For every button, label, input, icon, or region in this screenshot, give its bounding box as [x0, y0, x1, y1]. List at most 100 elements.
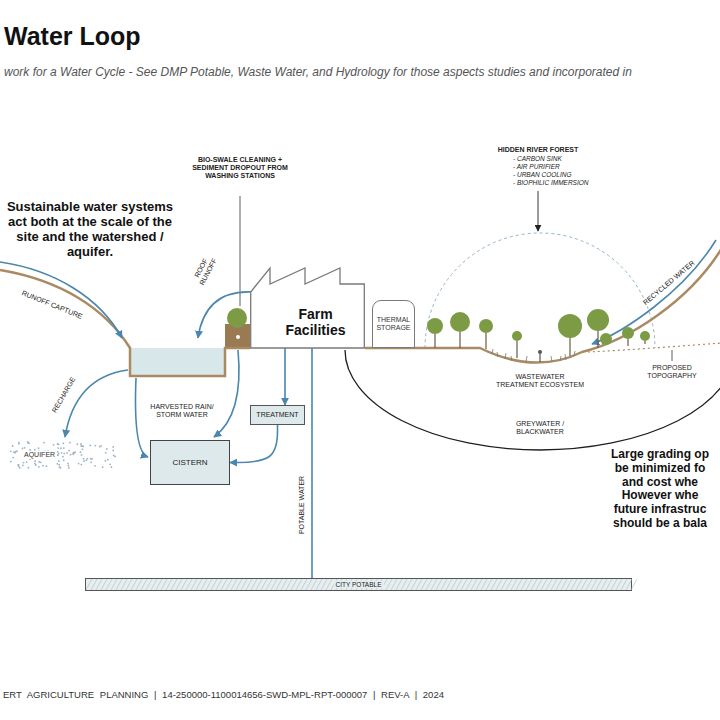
- hatch-line: [401, 579, 407, 590]
- aquifer-dot: [82, 445, 84, 447]
- aquifer-dot: [67, 465, 69, 467]
- node-label: CITY POTABLE: [334, 581, 384, 588]
- hatch-line: [291, 579, 297, 590]
- aquifer-dot: [69, 442, 71, 444]
- aquifer-dot: [60, 447, 62, 449]
- forest-benefit: - BIOPHILIC IMMERSION: [513, 179, 588, 186]
- hatch-line: [396, 579, 402, 590]
- aquifer-dot: [34, 463, 36, 465]
- hatch-line: [266, 579, 272, 590]
- building-outline: Farm Facilities: [250, 262, 365, 348]
- aquifer-dot: [34, 460, 36, 462]
- hatch-line: [286, 579, 292, 590]
- hatch-line: [596, 579, 602, 590]
- flow-arrow: [198, 292, 252, 338]
- hatch-line: [126, 579, 132, 590]
- aquifer-dot: [109, 463, 111, 465]
- aquifer-dot: [40, 461, 42, 463]
- hatch-line: [96, 579, 102, 590]
- node-label: TREATMENT: [256, 411, 298, 419]
- hatch-line: [426, 579, 432, 590]
- hatch-line: [616, 579, 622, 590]
- hatch-line: [91, 579, 97, 590]
- hatch-line: [101, 579, 107, 590]
- hatch-line: [416, 579, 422, 590]
- hatch-line: [486, 579, 492, 590]
- hatch-line: [111, 579, 117, 590]
- aquifer-dot: [19, 467, 21, 469]
- aquifer-dot: [43, 442, 45, 444]
- hatch-line: [506, 579, 512, 590]
- aquifer-dot: [22, 447, 24, 449]
- hatch-line: [181, 579, 187, 590]
- hatch-line: [611, 579, 617, 590]
- aquifer-dot: [82, 448, 84, 450]
- aquifer-dot: [74, 452, 76, 454]
- node-label: AQUIFER: [22, 451, 57, 459]
- hatch-line: [311, 579, 317, 590]
- forest-heading: HIDDEN RIVER FOREST: [498, 146, 579, 154]
- hatch-line: [241, 579, 247, 590]
- aquifer-dot: [38, 447, 40, 449]
- aquifer-zone: AQUIFER: [8, 440, 120, 470]
- forest-benefit: - URBAN COOLING: [513, 171, 572, 178]
- aquifer-dot: [76, 443, 78, 445]
- hatch-line: [551, 579, 557, 590]
- hatch-line: [511, 579, 517, 590]
- subtitle: work for a Water Cycle - See DMP Potable…: [4, 66, 716, 80]
- aquifer-dot: [57, 443, 59, 445]
- aquifer-dot: [28, 467, 30, 469]
- aquifer-dot: [27, 441, 29, 443]
- aquifer-dot: [99, 446, 101, 448]
- aquifer-dot: [57, 454, 59, 456]
- callout-label: PROPOSED TOPOGRAPHY: [643, 364, 701, 380]
- aquifer-dot: [46, 465, 48, 467]
- flow-label: RECYCLED WATER: [641, 259, 697, 308]
- aquifer-dot: [68, 467, 70, 469]
- aquifer-dot: [22, 464, 24, 466]
- hatch-line: [326, 579, 332, 590]
- hatch-line: [626, 579, 632, 590]
- aquifer-dot: [10, 461, 12, 463]
- hatch-line: [566, 579, 572, 590]
- aquifer-dot: [56, 463, 58, 465]
- person-figure: [538, 350, 542, 354]
- tank-box: CISTERN: [150, 440, 230, 485]
- tree-trunks: [435, 331, 645, 358]
- hatch-line: [176, 579, 182, 590]
- hatch-line: [431, 579, 437, 590]
- aquifer-dot: [38, 466, 40, 468]
- hatch-line: [196, 579, 202, 590]
- aquifer-dot: [80, 443, 82, 445]
- hatch-line: [466, 579, 472, 590]
- storage-tank: THERMAL STORAGE: [372, 300, 415, 348]
- forest-benefit: - CARBON SINK: [513, 155, 562, 162]
- aquifer-dot: [58, 464, 60, 466]
- hatch-line: [226, 579, 232, 590]
- aquifer-dot: [57, 447, 59, 449]
- hatch-line: [411, 579, 417, 590]
- hatch-line: [166, 579, 172, 590]
- aquifer-dot: [12, 457, 14, 459]
- hatch-line: [546, 579, 552, 590]
- aquifer-dot: [83, 458, 85, 460]
- hatch-line: [451, 579, 457, 590]
- aquifer-dot: [62, 456, 64, 458]
- connector-label: POTABLE WATER: [298, 476, 306, 534]
- hatch-line: [576, 579, 582, 590]
- hatch-line: [536, 579, 542, 590]
- aquifer-dot: [12, 445, 14, 447]
- aquifer-dot: [73, 453, 75, 455]
- hatch-line: [136, 579, 142, 590]
- supply-band: CITY POTABLE: [85, 578, 632, 591]
- hatch-line: [631, 579, 637, 590]
- hatch-line: [406, 579, 412, 590]
- hatch-line: [86, 579, 92, 590]
- site-note: Sustainable water systems act both at th…: [4, 200, 176, 260]
- hatch-line: [161, 579, 167, 590]
- hatch-line: [436, 579, 442, 590]
- aquifer-dot: [68, 450, 70, 452]
- callout-label: BIO-SWALE CLEANING + SEDIMENT DROPOUT FR…: [188, 156, 292, 180]
- aquifer-dot: [105, 452, 107, 454]
- hatch-line: [121, 579, 127, 590]
